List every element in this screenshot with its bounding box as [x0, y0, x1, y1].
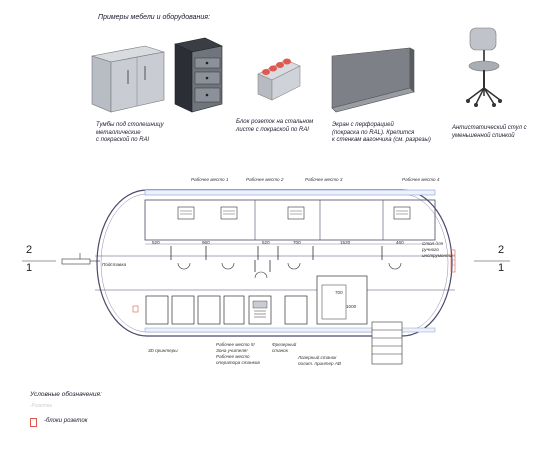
section-mark: 1 [498, 262, 505, 274]
chair-icon [177, 262, 402, 279]
legend-faint: -Розетка [30, 403, 52, 409]
furniture-illustrations [91, 27, 502, 113]
bottom-cabinets [145, 295, 308, 325]
legend-title: Условные обозначения: [30, 391, 102, 398]
caption-chair: Антистатический стул с уменьшенной спинк… [452, 125, 527, 139]
laser-machine-label: Лазерный станок полит. принтер AB [298, 355, 341, 366]
workplace-2-label: Рабочее место 2 [246, 177, 284, 182]
section-mark: 2 [26, 244, 33, 256]
antistatic-chair-icon [466, 27, 502, 107]
drawer-cabinet-icon [174, 37, 223, 113]
caption-screen: Экран с перфорацией (покраска по RAL). К… [332, 122, 431, 143]
dimension-label: 700 [293, 240, 301, 245]
computer-monitor-icon [177, 206, 411, 220]
caption-cabinet: Тумбы под столешницу металлические с пок… [96, 122, 164, 143]
legend-item: -блоки розеток [44, 418, 88, 424]
workplace-5-label: Рабочее место 5! Зона учителя! Рабочее м… [216, 342, 260, 365]
top-workbench [144, 199, 436, 241]
top-wall-band [144, 189, 436, 196]
milling-machine-label: Фрезерный станок [272, 342, 297, 353]
socket-block-icon [257, 58, 301, 101]
section-mark: 2 [498, 244, 505, 256]
socket-legend-icon [30, 418, 37, 427]
dimension-label: 960 [202, 240, 210, 245]
metal-cabinet-icon [91, 45, 165, 113]
section-mark: 1 [26, 262, 33, 274]
workplace-1-label: Рабочее место 1 [191, 177, 229, 182]
machine-height: 1000 [346, 304, 357, 309]
workplace-4-label: Рабочее место 4 [402, 177, 440, 182]
laser-machine [316, 275, 368, 325]
workplace-3-label: Рабочее место 3 [305, 177, 343, 182]
perforated-screen-icon [331, 47, 415, 113]
left-stand [61, 258, 91, 265]
printers-label: 3D принтеры [148, 348, 178, 353]
dimension-label: 520 [262, 240, 270, 245]
dimension-label: 1520 [340, 240, 351, 245]
header-title: Примеры мебели и оборудования: [98, 14, 210, 21]
socket-block-marker [450, 249, 456, 273]
dimension-label: 520 [152, 240, 160, 245]
entry-steps [371, 321, 403, 365]
floor-plan [22, 189, 510, 365]
milling-machine [248, 295, 272, 325]
tool-table-label: Стол для ручного инструмента [422, 241, 453, 258]
caption-socket-block: Блок розеток на стальном листе с покраск… [236, 119, 314, 133]
dimension-label: 460 [396, 240, 404, 245]
machine-width: 700 [335, 290, 343, 295]
stand-label: Подставка [102, 262, 127, 267]
